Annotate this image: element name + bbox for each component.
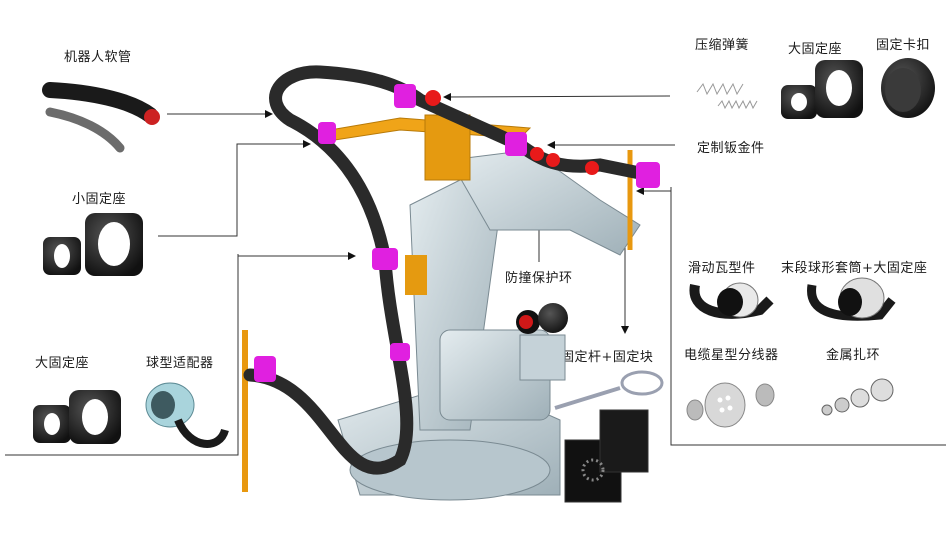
label-small-mount: 小固定座 [72,192,127,207]
robot-hose-image [42,82,160,153]
label-metal-clamp: 金属扎环 [826,348,881,363]
slider-image [689,282,774,319]
rod-block-image [554,370,664,503]
spring-image [696,82,758,110]
ball-adapter-image [145,382,229,448]
large-mount-image-top [781,60,863,119]
label-bumper-ring: 防撞保护环 [505,271,573,286]
metal-clamp-image [821,378,894,416]
label-slider: 滑动瓦型件 [688,261,756,276]
large-mount-image-left [33,390,121,444]
small-mount-image [43,213,143,276]
sheet-metal-bracket [242,114,633,492]
label-star-splitter: 电缆星型分线器 [684,348,779,363]
robot-hose-path [243,65,657,475]
label-large-mount-top: 大固定座 [788,42,843,57]
label-robot-hose: 机器人软管 [64,50,132,65]
mount-clamps [254,84,660,382]
callout-line-large-mount-left [237,252,356,260]
label-sheet-metal: 定制钣金件 [697,141,765,156]
fixing-clip-image [881,58,935,118]
end-ball-sleeve-image [807,277,896,321]
callout-line-spring [443,92,671,101]
bumper-ring-image [516,303,568,334]
label-rod-block: 固定杆+固定块 [561,350,654,365]
callout-line-end-sleeve [636,187,672,195]
label-spring: 压缩弹簧 [695,38,750,53]
bumper-rings [425,90,599,175]
label-fixing-clip: 固定卡扣 [876,38,931,53]
label-end-ball-sleeve: 末段球形套筒+大固定座 [781,261,928,276]
callout-line-small-mount [158,140,311,237]
left-panel-border [5,254,239,456]
right-panel-border [670,187,946,446]
star-splitter-image [686,382,775,428]
label-ball-adapter: 球型适配器 [146,356,214,371]
label-large-mount-left: 大固定座 [35,356,90,371]
